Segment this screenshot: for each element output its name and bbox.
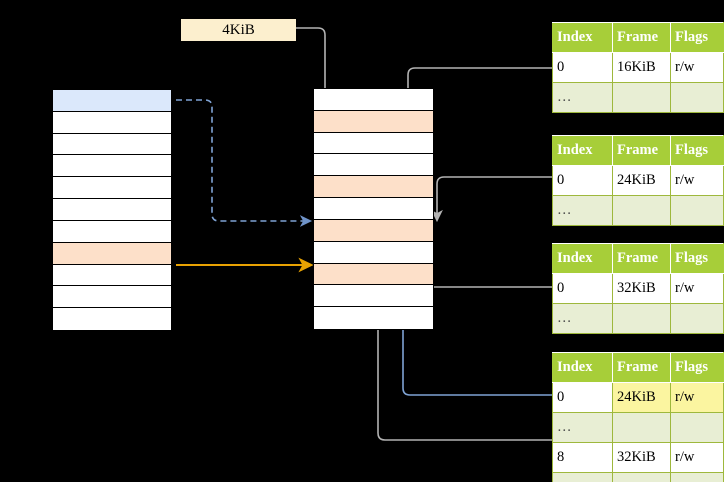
column-header-frame: Frame xyxy=(612,22,671,53)
virtual-page-row-8 xyxy=(53,264,171,287)
cell-frame xyxy=(612,303,671,334)
cell-flags: r/w xyxy=(670,52,724,83)
cell-index: … xyxy=(552,82,613,113)
virtual-page-row-1 xyxy=(53,111,171,134)
table-row: … xyxy=(552,472,724,482)
physical-frame-row-7 xyxy=(314,241,433,264)
page-size-tag: 4KiB xyxy=(181,19,296,41)
cell-frame xyxy=(612,412,671,443)
cell-flags xyxy=(670,82,724,113)
column-header-frame: Frame xyxy=(612,243,671,274)
physical-frame-row-0 xyxy=(314,89,433,111)
cell-flags: r/w xyxy=(670,382,724,413)
cell-frame: 32KiB xyxy=(612,273,671,304)
virtual-page-row-0 xyxy=(53,90,171,112)
column-header-index: Index xyxy=(552,243,613,274)
cell-index: 0 xyxy=(552,165,613,196)
cell-frame xyxy=(612,82,671,113)
virtual-page-row-3 xyxy=(53,155,171,178)
cell-frame xyxy=(612,472,671,482)
table-row: … xyxy=(552,303,724,334)
table-row: … xyxy=(552,82,724,113)
virtual-page-row-9 xyxy=(53,286,171,309)
column-header-index: Index xyxy=(552,352,613,383)
virtual-page-row-4 xyxy=(53,177,171,200)
cell-flags: r/w xyxy=(670,442,724,473)
column-header-flags: Flags xyxy=(670,352,724,383)
column-header-index: Index xyxy=(552,22,613,53)
cell-index: … xyxy=(552,303,613,334)
column-header-frame: Frame xyxy=(612,352,671,383)
wire-pt2-to-frame xyxy=(431,176,560,223)
cell-flags: r/w xyxy=(670,273,724,304)
table-row: … xyxy=(552,195,724,226)
physical-frame-row-8 xyxy=(314,263,433,286)
table-row: … xyxy=(552,412,724,443)
physical-frame-row-1 xyxy=(314,110,433,133)
physical-frame-row-6 xyxy=(314,219,433,242)
cell-frame: 32KiB xyxy=(612,442,671,473)
wire-page-to-frame-dashed xyxy=(176,99,313,227)
cell-frame xyxy=(612,195,671,226)
cell-index: 0 xyxy=(552,382,613,413)
cell-frame: 24KiB xyxy=(612,382,671,413)
physical-frame-row-10 xyxy=(314,307,433,329)
column-header-frame: Frame xyxy=(612,135,671,166)
cell-flags xyxy=(670,303,724,334)
virtual-address-space-column xyxy=(52,89,172,331)
cell-flags xyxy=(670,195,724,226)
cell-index: 0 xyxy=(552,273,613,304)
physical-frame-row-4 xyxy=(314,176,433,199)
cell-index: … xyxy=(552,472,613,482)
cell-flags xyxy=(670,412,724,443)
column-header-flags: Flags xyxy=(670,22,724,53)
physical-frame-row-5 xyxy=(314,198,433,220)
cell-index: 8 xyxy=(552,442,613,473)
virtual-page-row-10 xyxy=(53,308,171,330)
cell-index: … xyxy=(552,412,613,443)
physical-frame-row-9 xyxy=(314,285,433,308)
cell-flags: r/w xyxy=(670,165,724,196)
cell-frame: 24KiB xyxy=(612,165,671,196)
cell-flags xyxy=(670,472,724,482)
physical-memory-column xyxy=(313,88,434,330)
physical-frame-row-3 xyxy=(314,154,433,177)
virtual-page-row-2 xyxy=(53,133,171,156)
virtual-page-row-7 xyxy=(53,242,171,265)
column-header-index: Index xyxy=(552,135,613,166)
cell-frame: 16KiB xyxy=(612,52,671,83)
virtual-page-row-5 xyxy=(53,199,171,221)
column-header-flags: Flags xyxy=(670,135,724,166)
cell-index: … xyxy=(552,195,613,226)
cell-index: 0 xyxy=(552,52,613,83)
physical-frame-row-2 xyxy=(314,132,433,155)
column-header-flags: Flags xyxy=(670,243,724,274)
virtual-page-row-6 xyxy=(53,220,171,243)
